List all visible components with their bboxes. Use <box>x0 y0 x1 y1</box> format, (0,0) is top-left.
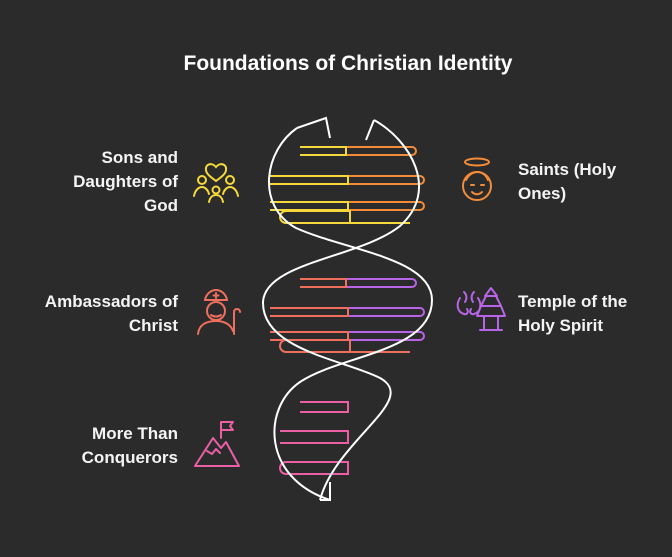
helix-segment-3 <box>279 401 349 475</box>
ambassador-bishop-icon <box>197 288 241 335</box>
label-ambassadors: Ambassadors of Christ <box>44 292 178 335</box>
label-temple: Temple of the Holy Spirit <box>518 292 628 335</box>
helix-cap-bottom <box>320 482 331 501</box>
label-more-than-conquerors: More Than Conquerors <box>81 424 178 467</box>
helix-segment-1 <box>270 146 425 224</box>
label-sons-and-daughters: Sons and Daughters of God <box>73 148 178 215</box>
helix-cap-top <box>296 116 375 141</box>
temple-icon <box>456 287 506 331</box>
saint-halo-icon <box>462 157 492 201</box>
helix-segment-2 <box>270 278 425 353</box>
helix-strand-a <box>268 127 433 501</box>
mountain-flag-icon <box>194 421 240 467</box>
helix-strand-b <box>261 119 420 501</box>
label-saints: Saints (Holy Ones) <box>518 160 617 203</box>
diagram-title: Foundations of Christian Identity <box>183 52 513 75</box>
family-heart-icon <box>193 163 239 203</box>
